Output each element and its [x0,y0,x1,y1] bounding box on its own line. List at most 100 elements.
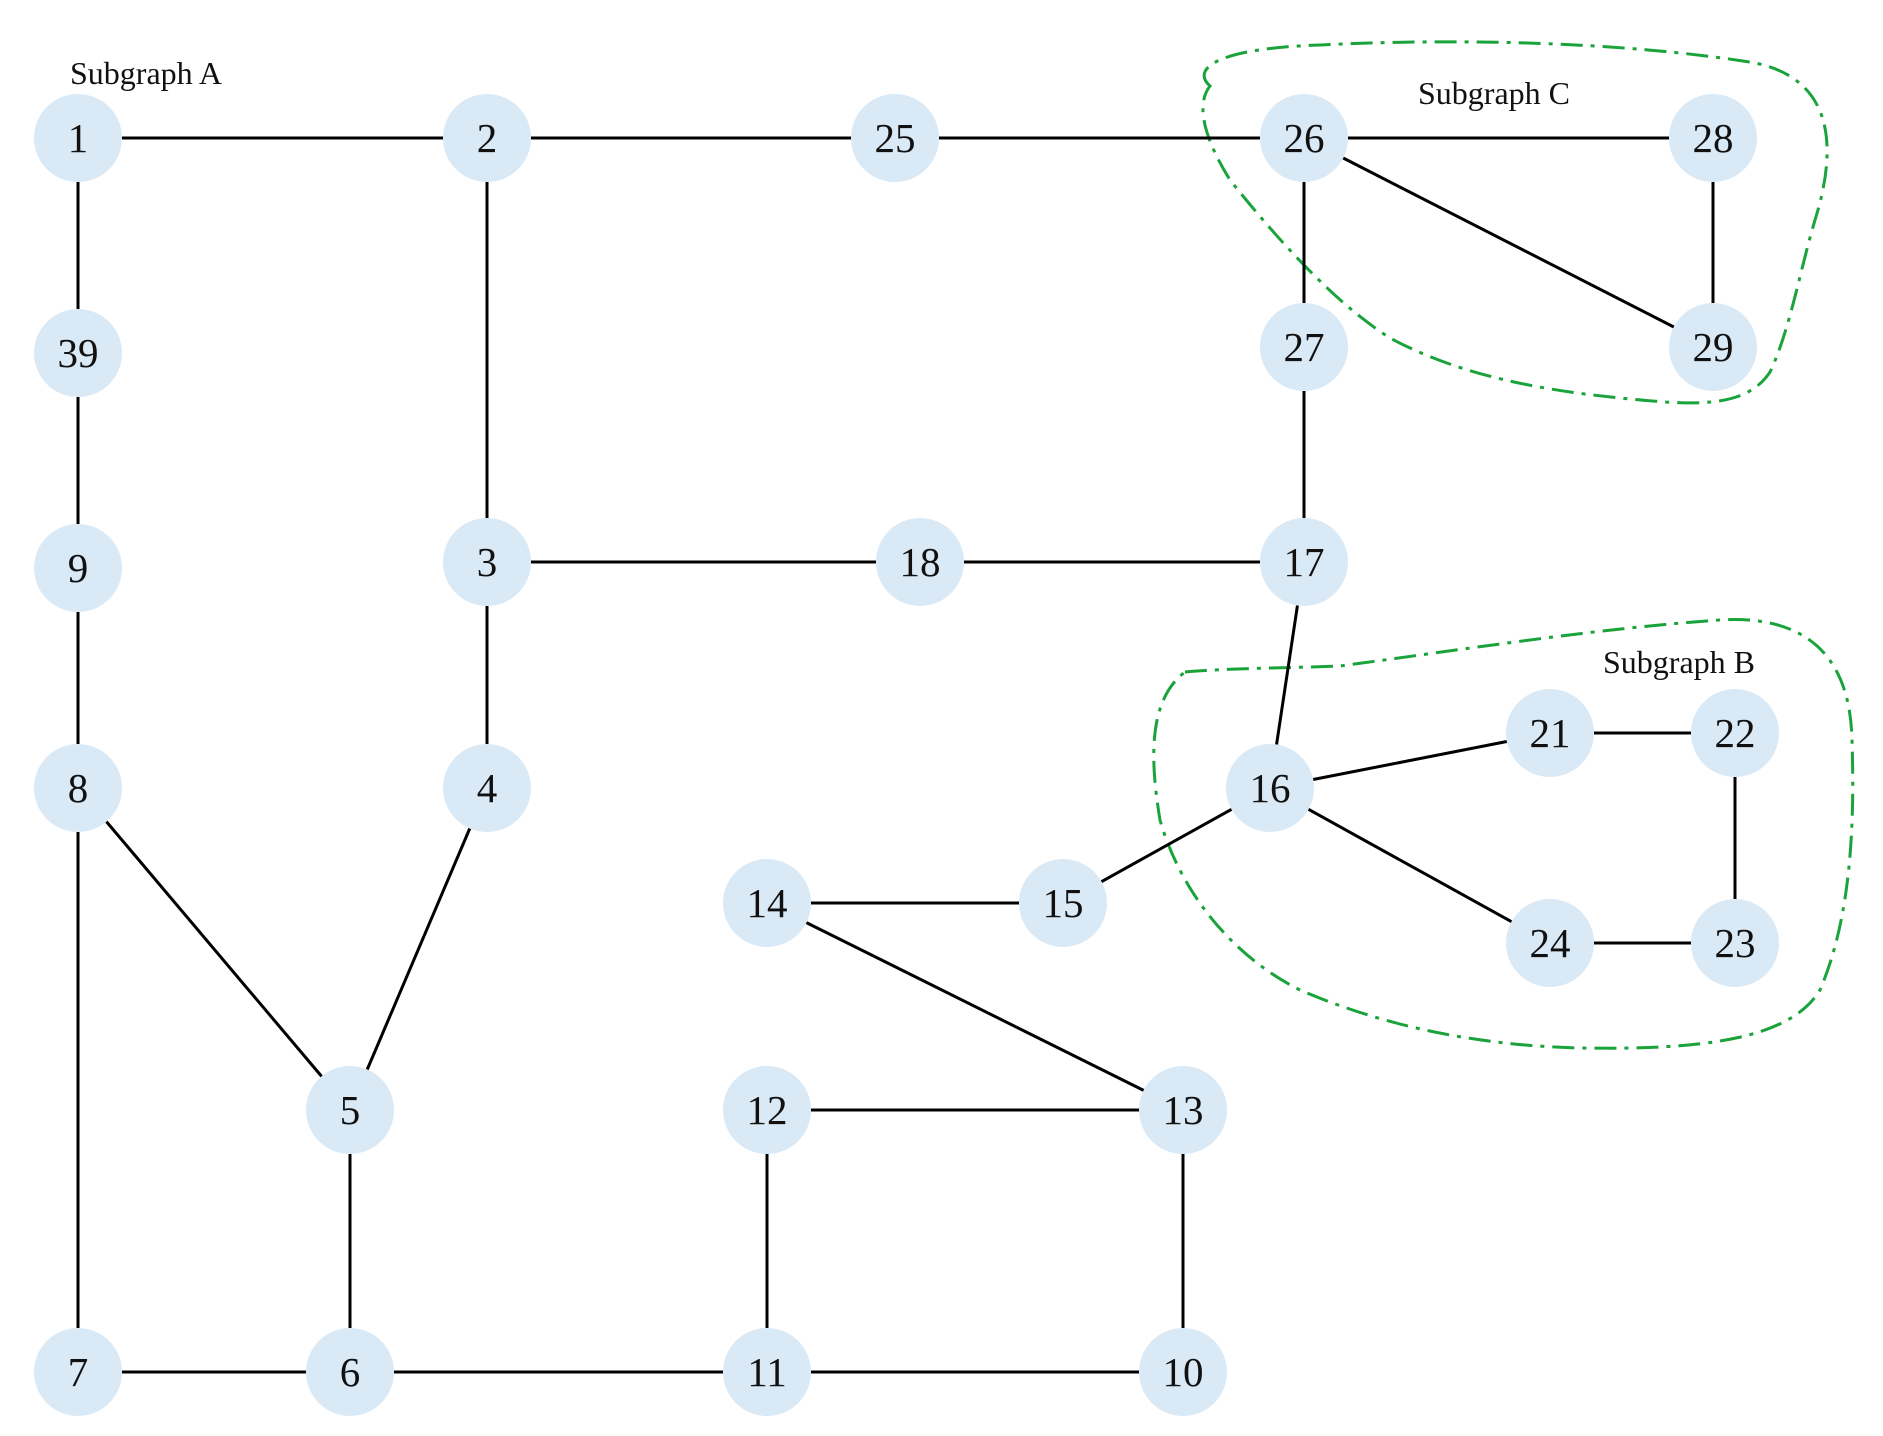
node-label: 15 [1043,880,1084,926]
node-circle [1506,689,1594,777]
edge-16-15 [1100,808,1233,883]
node-21: 21 [1506,689,1594,777]
node-circle [1669,94,1757,182]
node-circle [443,518,531,606]
subgraph-a-label: Subgraph A [70,55,222,91]
node-3: 3 [443,518,531,606]
node-circle [1019,859,1107,947]
node-label: 11 [747,1349,786,1395]
node-4: 4 [443,744,531,832]
node-label: 22 [1715,710,1756,756]
node-circle [34,744,122,832]
subgraph-c-boundary [1201,40,1829,405]
node-label: 10 [1163,1349,1204,1395]
node-23: 23 [1691,899,1779,987]
node-circle [723,859,811,947]
node-24: 24 [1506,899,1594,987]
node-label: 14 [747,880,788,926]
node-label: 7 [68,1349,89,1395]
node-circle [1691,899,1779,987]
node-6: 6 [306,1328,394,1416]
node-circle [443,744,531,832]
node-17: 17 [1260,518,1348,606]
node-label: 27 [1284,324,1325,370]
node-16: 16 [1226,744,1314,832]
node-circle [443,94,531,182]
edge-8-5 [105,820,323,1078]
node-13: 13 [1139,1066,1227,1154]
node-8: 8 [34,744,122,832]
edge-16-21 [1312,740,1508,781]
node-label: 2 [477,115,498,161]
node-26: 26 [1260,94,1348,182]
node-11: 11 [723,1328,811,1416]
node-circle [1669,303,1757,391]
node-39: 39 [34,309,122,397]
node-circle [1226,744,1314,832]
node-15: 15 [1019,859,1107,947]
node-circle [1139,1066,1227,1154]
node-circle [851,94,939,182]
node-circle [723,1328,811,1416]
node-circle [34,309,122,397]
node-14: 14 [723,859,811,947]
node-circle [1139,1328,1227,1416]
node-label: 16 [1250,765,1291,811]
node-label: 3 [477,539,498,585]
node-circle [34,1328,122,1416]
node-circle [1260,518,1348,606]
node-label: 23 [1715,920,1756,966]
node-12: 12 [723,1066,811,1154]
subgraph-b-label: Subgraph B [1603,644,1755,680]
node-label: 4 [477,765,498,811]
node-circle [1260,303,1348,391]
node-circle [306,1066,394,1154]
node-7: 7 [34,1328,122,1416]
edges [76,136,1737,1374]
node-2: 2 [443,94,531,182]
group-labels: Subgraph A Subgraph C Subgraph B [70,55,1755,680]
node-circle [1506,899,1594,987]
node-label: 17 [1284,539,1325,585]
node-28: 28 [1669,94,1757,182]
node-label: 12 [747,1087,788,1133]
edge-17-16 [1275,605,1299,745]
node-label: 5 [340,1087,361,1133]
node-10: 10 [1139,1328,1227,1416]
node-1: 1 [34,94,122,182]
node-circle [34,94,122,182]
node-circle [34,524,122,612]
node-label: 39 [58,330,99,376]
node-circle [306,1328,394,1416]
node-label: 29 [1693,324,1734,370]
node-25: 25 [851,94,939,182]
subgraph-b-boundary [1152,618,1855,1050]
node-circle [1691,689,1779,777]
node-label: 26 [1284,115,1325,161]
node-29: 29 [1669,303,1757,391]
node-9: 9 [34,524,122,612]
node-label: 6 [340,1349,361,1395]
node-label: 13 [1163,1087,1204,1133]
node-label: 28 [1693,115,1734,161]
node-label: 18 [900,539,941,585]
node-label: 9 [68,545,89,591]
node-5: 5 [306,1066,394,1154]
node-circle [876,518,964,606]
group-boundaries [1152,40,1855,1050]
node-22: 22 [1691,689,1779,777]
node-circle [1260,94,1348,182]
edge-24-16 [1307,807,1513,924]
node-27: 27 [1260,303,1348,391]
node-18: 18 [876,518,964,606]
node-circle [723,1066,811,1154]
node-label: 25 [875,115,916,161]
subgraph-c-label: Subgraph C [1418,75,1570,111]
edge-26-29 [1342,156,1675,329]
node-label: 21 [1530,710,1571,756]
edge-14-13 [805,921,1145,1092]
node-label: 8 [68,765,89,811]
node-label: 1 [68,115,89,161]
